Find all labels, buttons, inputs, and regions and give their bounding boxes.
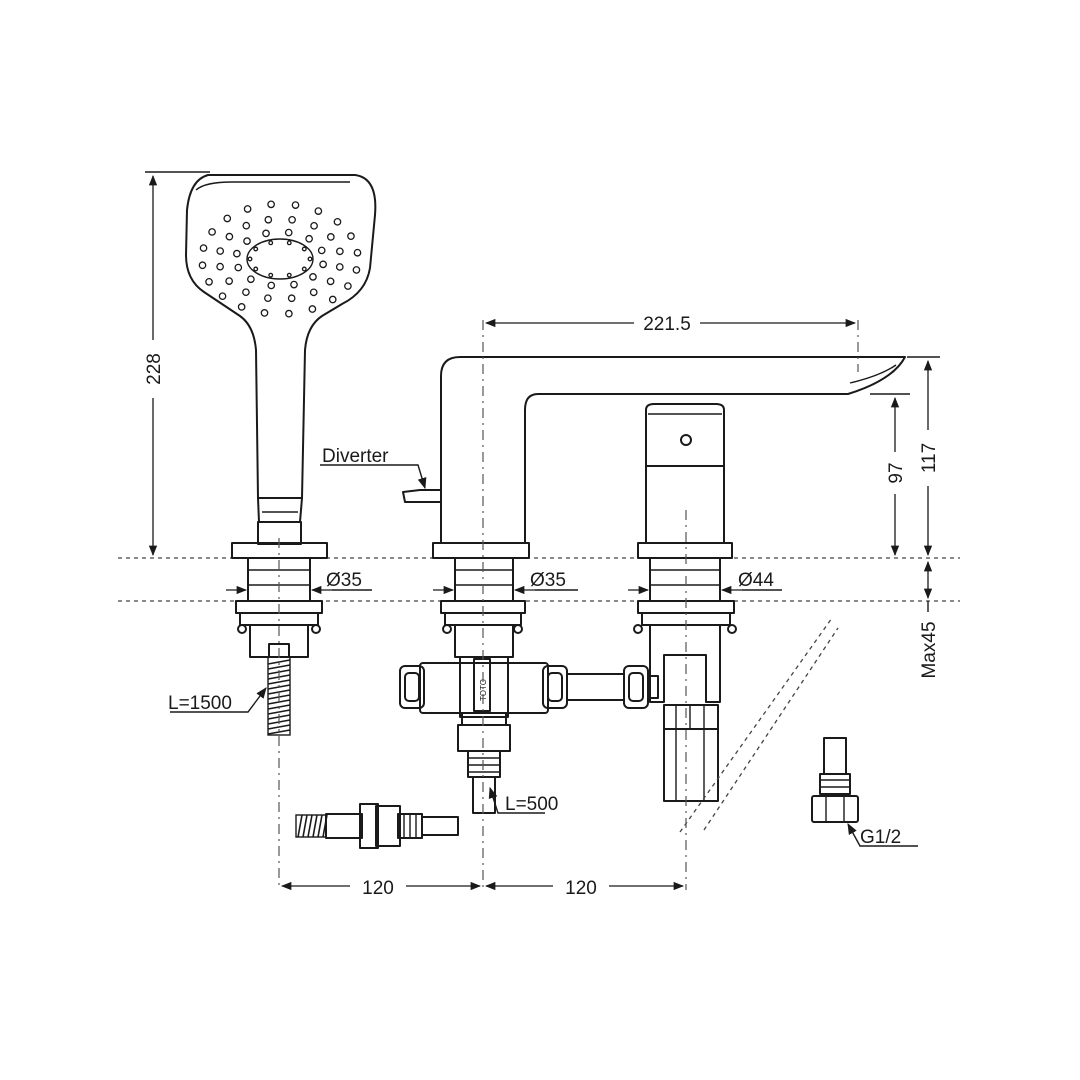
spray-nozzle [237,303,246,311]
spray-nozzle [267,281,276,290]
spray-nozzle [216,262,224,271]
label-diverter: Diverter [322,446,389,467]
g-half-connector [811,737,859,823]
label-supply-length: L=500 [505,794,558,815]
spray-nozzle [319,260,327,269]
label-spacing-right: 120 [565,878,597,899]
mixer-handle [633,403,737,802]
inner-nozzle [307,256,313,262]
spray-nozzle [287,294,296,303]
spray-nozzle [344,282,352,290]
spray-nozzle [336,247,344,256]
inner-nozzle [286,240,292,246]
diverter-lever [402,489,442,503]
spray-nozzle [225,232,234,241]
spray-nozzle [242,221,251,230]
label-diameter-35-left: Ø35 [326,570,362,591]
spray-nozzle [225,277,234,285]
label-hose-length: L=1500 [168,693,232,714]
spray-nozzle [347,232,355,241]
inner-nozzle [301,246,307,252]
spray-nozzle [262,229,270,238]
spray-nozzles [198,200,362,318]
spray-nozzle [308,305,317,313]
inner-nozzle [247,256,253,262]
spray-nozzle [290,280,298,289]
spray-nozzle [309,288,318,297]
label-diameter-44: Ø44 [738,570,774,591]
hose-spring [267,656,291,736]
spray-nozzle [326,233,335,241]
spray-nozzle [216,247,225,255]
spray-nozzle [267,200,275,209]
spray-nozzle [264,294,272,303]
spray-nozzle [328,295,337,304]
inner-nozzle [268,240,274,246]
spray-nozzle [352,266,361,274]
spray-nozzle [284,228,293,237]
spray-nozzle [264,215,273,224]
label-97: 97 [886,462,907,483]
valve-marking: TOTO [479,679,488,701]
spray-nozzle [208,228,216,236]
spray-nozzle [199,244,208,252]
inner-nozzle [286,272,292,278]
inner-nozzle [268,272,274,278]
spray-nozzle [233,249,241,258]
label-g-half: G1/2 [860,827,901,848]
spray-nozzle [305,234,313,243]
inner-nozzle [253,246,259,252]
spray-nozzle [326,277,335,286]
spray-nozzle [317,246,326,255]
spray-nozzle [234,263,243,272]
spray-nozzle [243,205,252,213]
spray-nozzle [247,275,255,284]
spray-nozzle [285,309,293,318]
label-spacing-left: 120 [362,878,394,899]
spray-nozzle [335,263,344,271]
hose-fitting [295,803,459,849]
dimension-labels: 228 221.5 97 117 Max45 Ø35 Ø35 Ø44 Diver… [136,312,940,899]
label-diameter-35-middle: Ø35 [530,570,566,591]
spray-nozzle [260,309,269,317]
spray-nozzle [314,207,323,215]
spray-nozzle [242,288,250,297]
spray-nozzle [218,292,227,301]
label-117: 117 [919,443,940,473]
inner-nozzle [301,266,307,272]
spray-nozzle [243,237,251,245]
spray-nozzle [309,273,317,281]
hose-swing-lines [679,617,839,833]
label-221-5: 221.5 [643,314,691,335]
spout [402,356,906,658]
valve-body: TOTO [399,656,659,814]
inner-nozzle [253,266,259,272]
spray-nozzle [333,217,342,226]
spray-nozzle [223,214,232,223]
spray-nozzle [288,215,296,224]
label-max45: Max45 [919,621,940,678]
spray-nozzle [353,248,362,257]
spray-nozzle [291,201,300,209]
centerlines [278,320,859,890]
label-228: 228 [144,353,165,385]
spray-nozzle [310,221,318,230]
spray-nozzle [198,261,207,270]
spray-nozzle [205,277,213,286]
